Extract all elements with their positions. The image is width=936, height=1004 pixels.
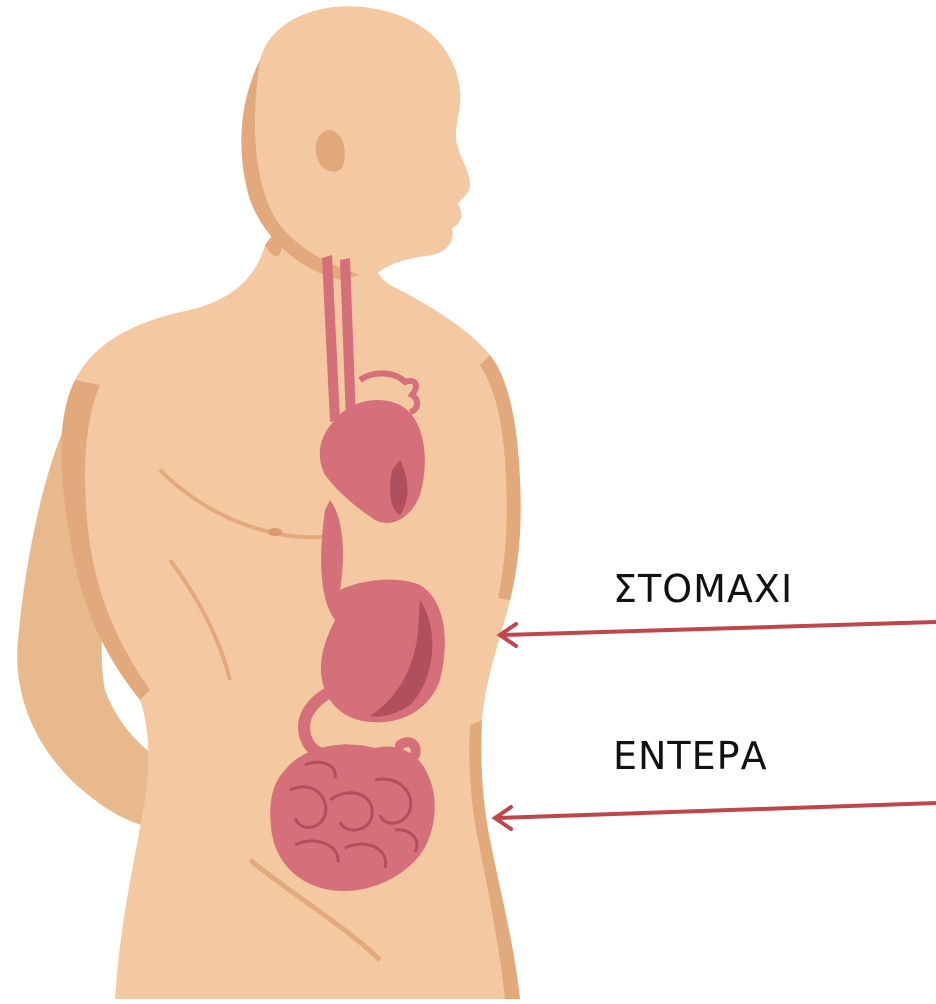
human-figure — [17, 6, 520, 999]
stomach-label: ΣΤΟΜΑΧΙ — [613, 567, 793, 611]
arrow-intestines — [498, 803, 936, 818]
intestines-label: ΕΝΤΕΡΑ — [613, 734, 768, 778]
arrow-stomach — [503, 622, 936, 635]
torso — [61, 240, 520, 999]
